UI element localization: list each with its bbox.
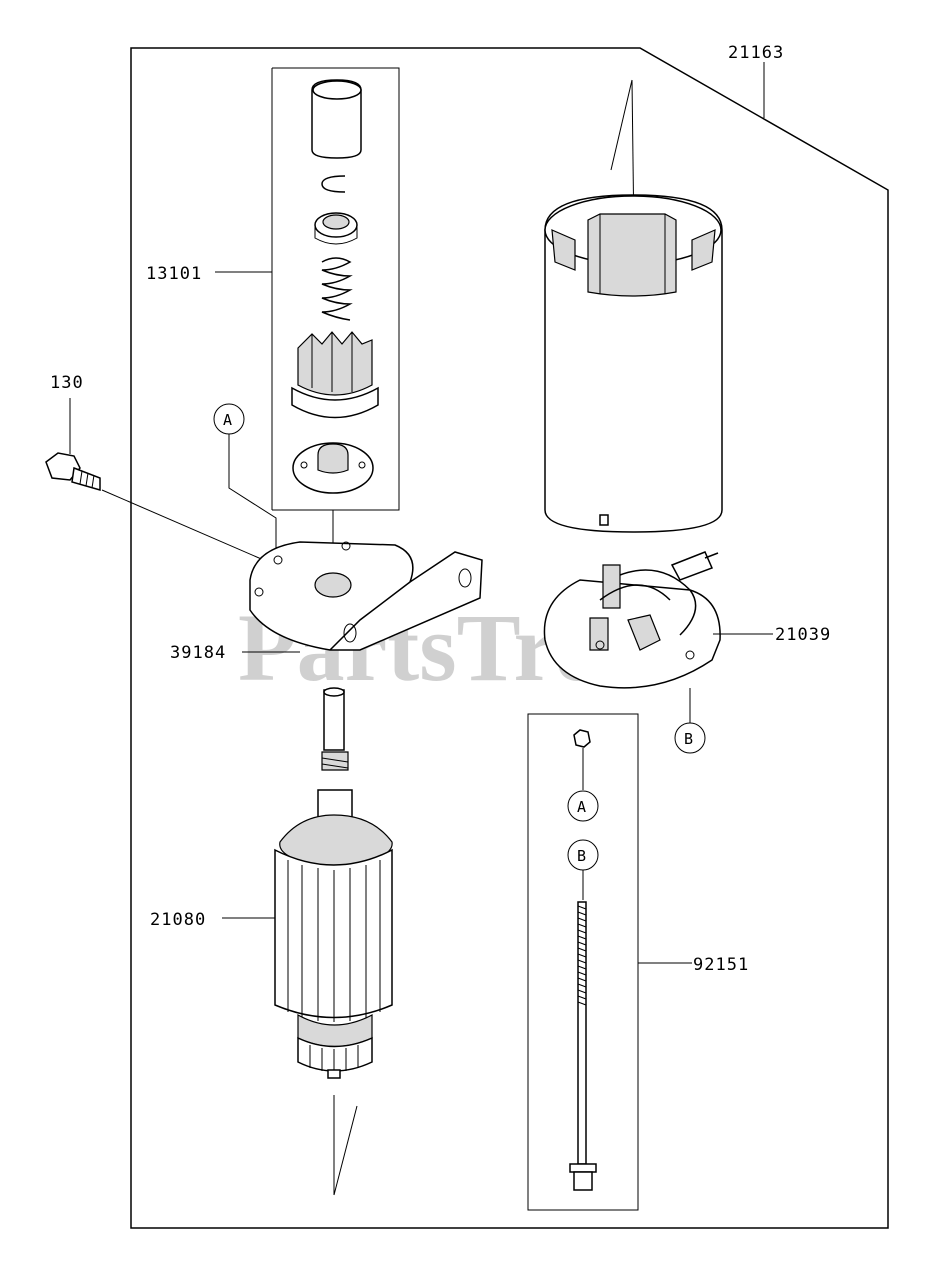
callout-130[interactable]: 130 [50,373,84,393]
ref-marker-a-kit: A [567,790,599,822]
ref-marker-b-kit: B [567,839,599,871]
part-130-bolt[interactable] [45,452,101,491]
svg-text:A: A [223,411,232,429]
part-21163-yoke[interactable] [544,79,723,533]
svg-text:B: B [577,847,586,865]
part-snap-ring[interactable] [321,175,346,193]
callout-13101[interactable]: 13101 [146,264,202,284]
part-clutch-plate[interactable] [292,442,374,494]
svg-text:A: A [577,798,586,816]
part-stop-cap[interactable] [311,79,362,159]
part-collar[interactable] [314,212,358,245]
part-spring[interactable] [321,257,353,321]
part-39184-bracket[interactable] [249,541,483,651]
part-through-bolt[interactable] [569,901,597,1191]
assembly-frame [130,47,889,1229]
callout-92151[interactable]: 92151 [693,955,749,975]
part-21080-armature[interactable] [274,687,393,1079]
callout-21039[interactable]: 21039 [775,625,831,645]
callout-21163[interactable]: 21163 [728,43,784,63]
part-pinion-gear[interactable] [291,331,379,419]
ref-marker-b-brush: B [674,688,706,754]
part-nut[interactable] [573,729,591,748]
callout-39184[interactable]: 39184 [170,643,226,663]
kit-92151-box [527,713,639,1211]
svg-text:B: B [684,730,693,748]
kit-13101-bracket-box [272,67,400,511]
ref-marker-a-bracket: A [213,403,245,435]
callout-21080[interactable]: 21080 [150,910,206,930]
part-21039-brush-holder[interactable] [543,551,721,689]
